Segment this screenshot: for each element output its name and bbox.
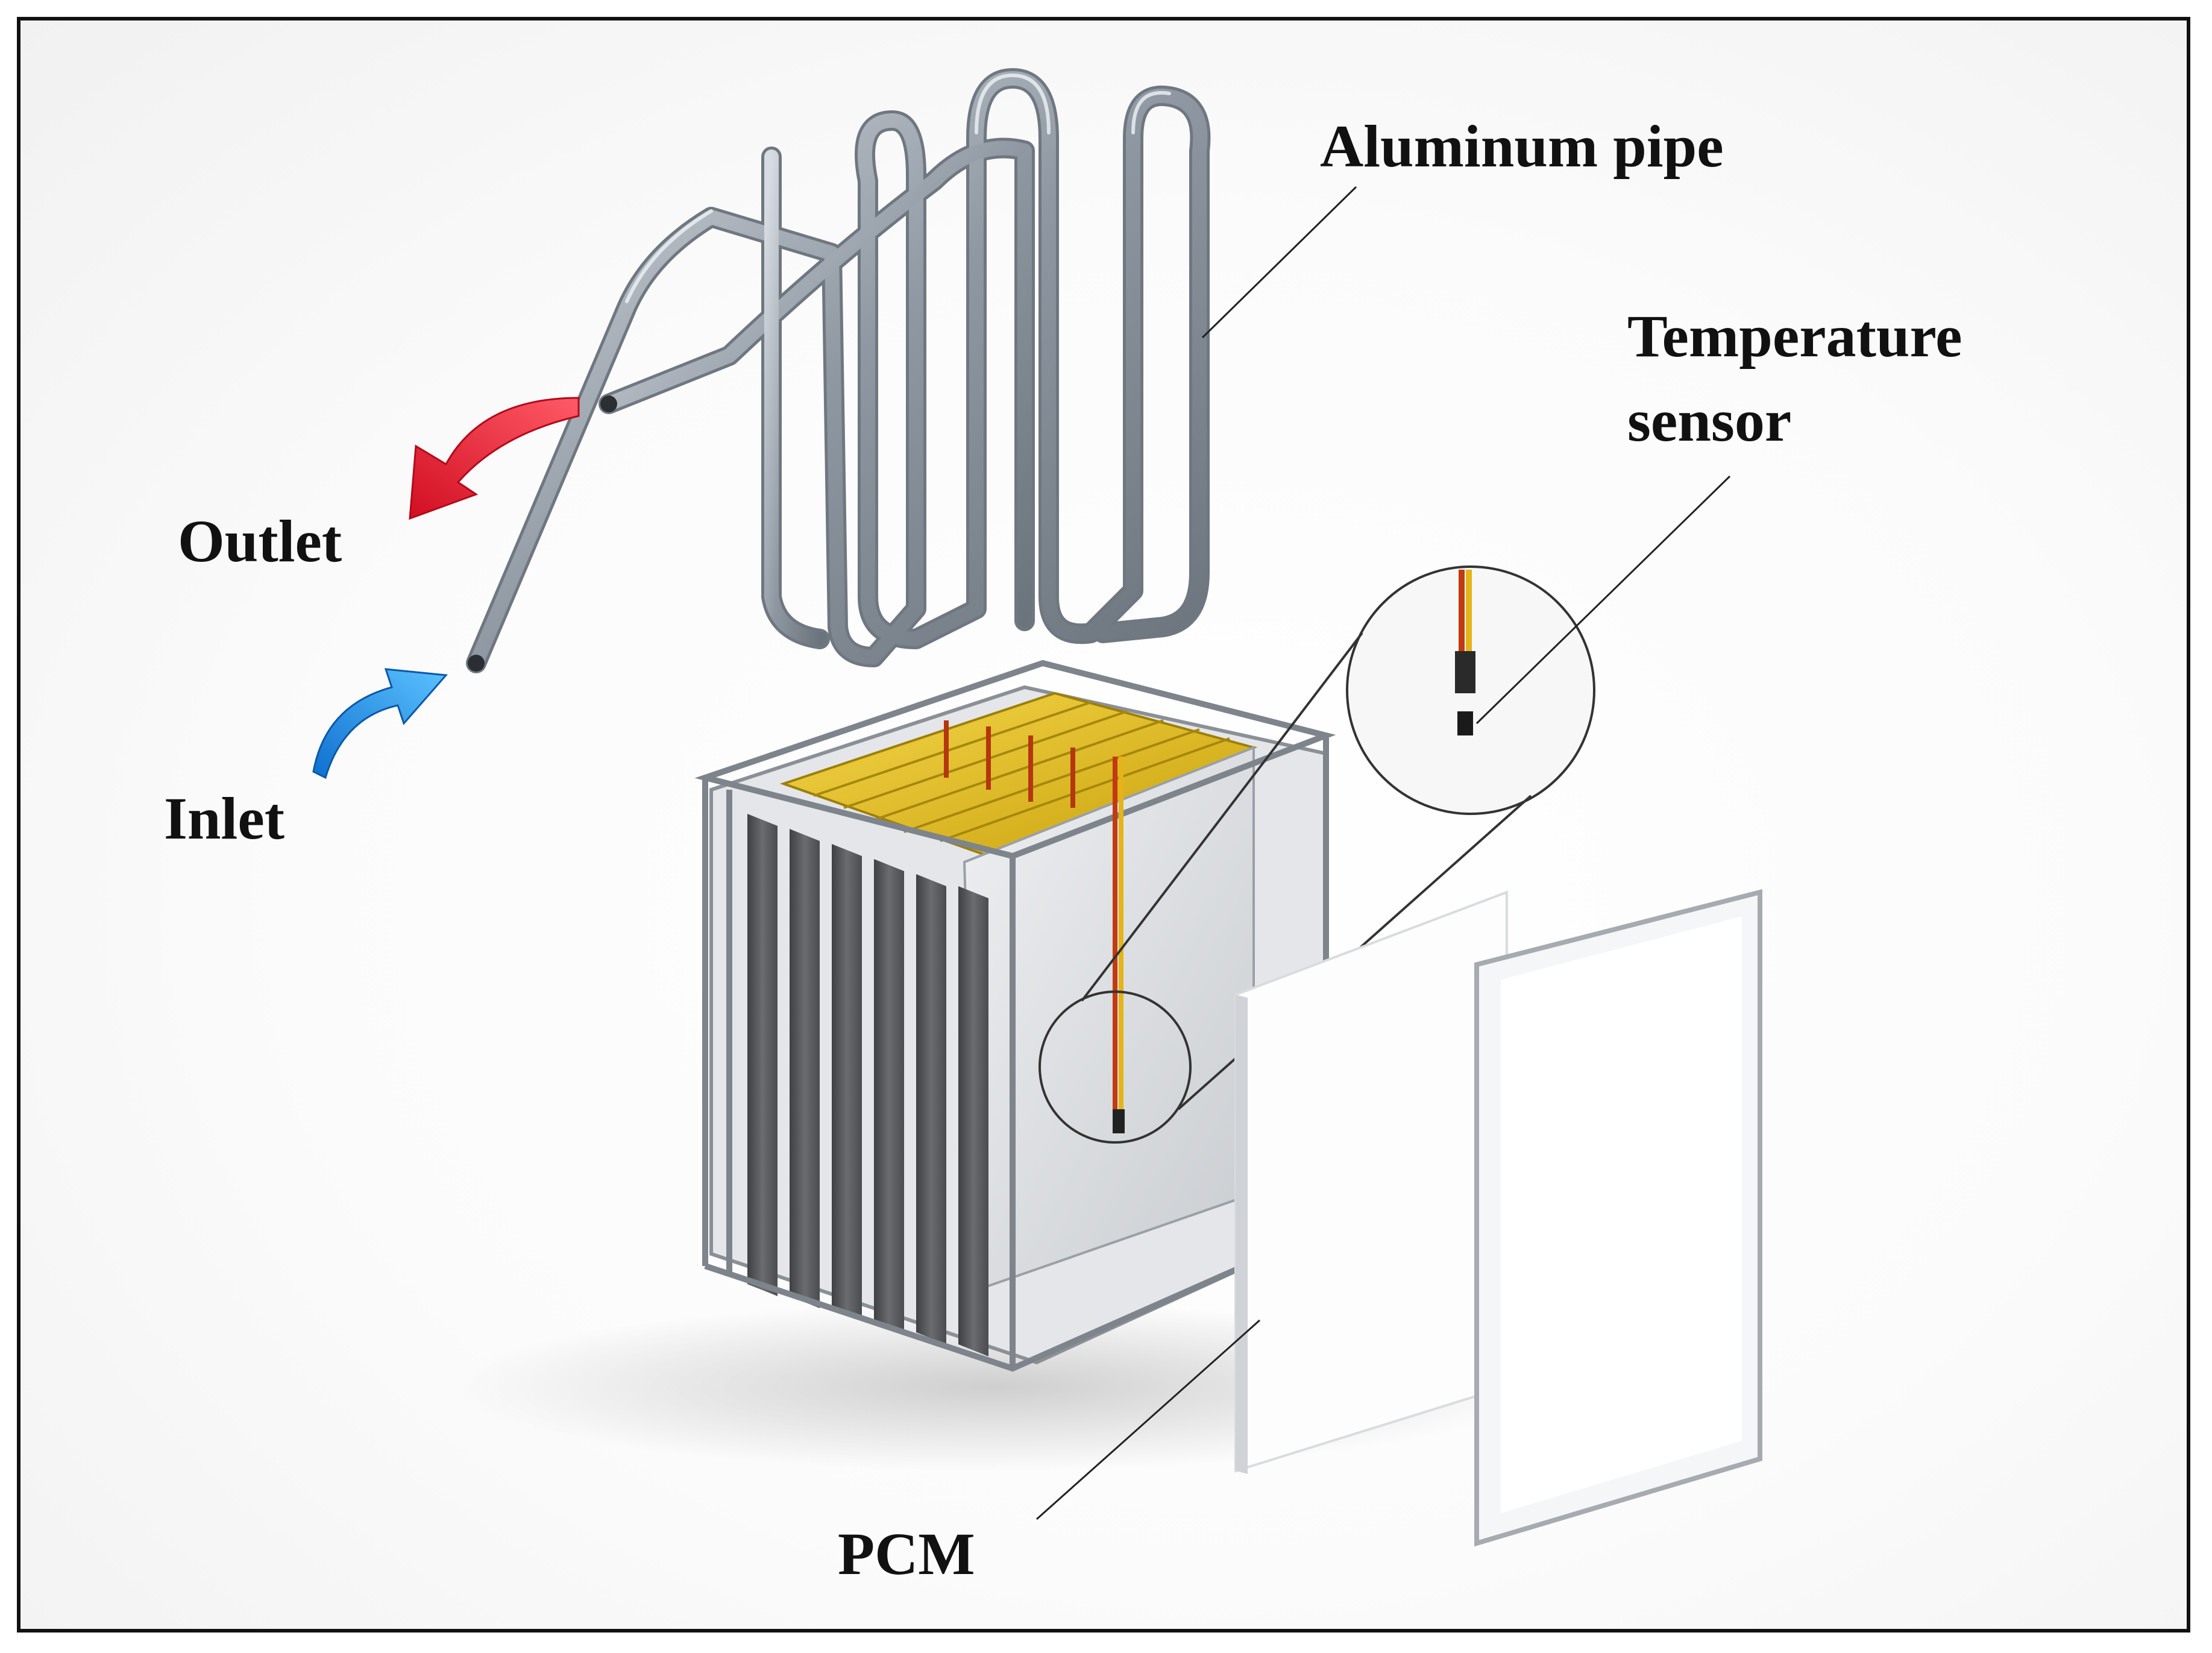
sensor-zoom-detail: [1455, 570, 1475, 735]
pcm-leader: [1036, 1319, 1260, 1520]
label-outlet: Outlet: [178, 508, 342, 575]
label-inlet: Inlet: [164, 785, 284, 852]
aluminum-pipe-leader: [1201, 186, 1357, 339]
pcm-plates: [1234, 889, 1762, 1547]
label-temperature-sensor-line1: Temperature: [1627, 303, 1962, 370]
temperature-sensor-leader: [1475, 475, 1731, 725]
aluminum-pipe: [466, 68, 1211, 673]
inlet-arrow: [312, 668, 448, 779]
outlet-arrow: [409, 397, 580, 520]
label-aluminum-pipe: Aluminum pipe: [1320, 113, 1724, 180]
battery-module: [694, 660, 1336, 1372]
label-temperature-sensor-line2: sensor: [1627, 387, 1792, 454]
label-pcm: PCM: [838, 1520, 975, 1587]
